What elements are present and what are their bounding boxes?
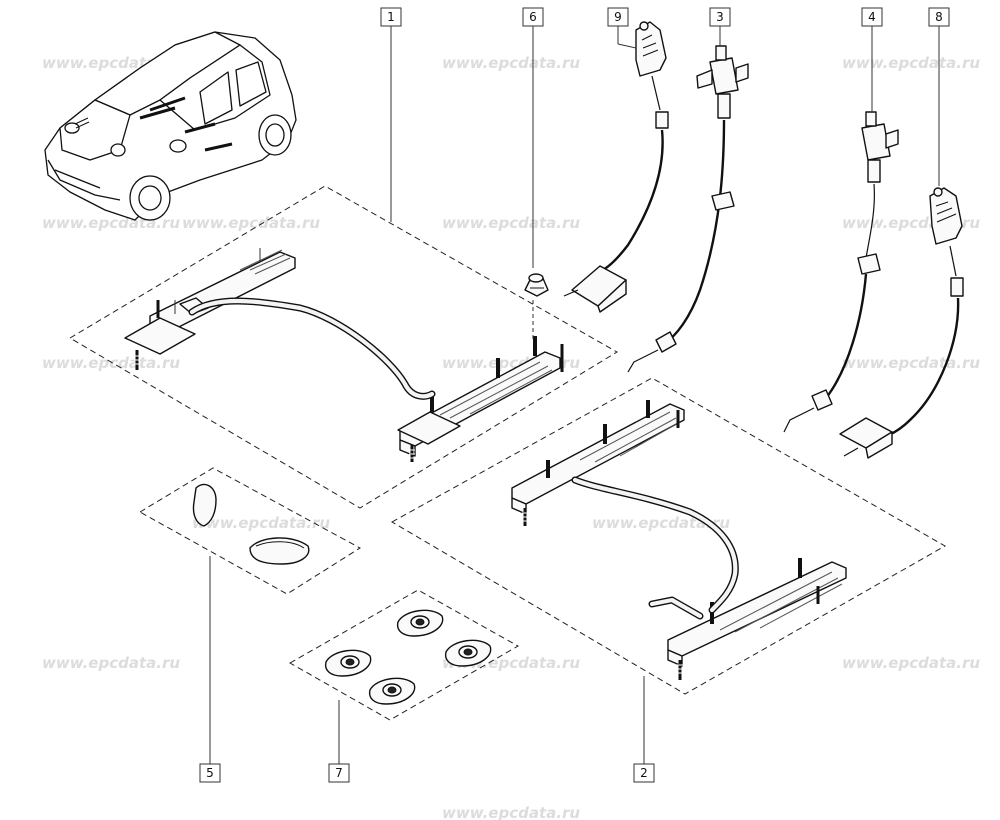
watermark-text: www.epcdata.ru: [842, 54, 980, 72]
watermark-text: www.epcdata.ru: [42, 654, 180, 672]
callout-box: [633, 763, 655, 783]
callout-label: 7: [335, 766, 343, 780]
watermark-text: www.epcdata.ru: [842, 654, 980, 672]
callout-label: 9: [614, 10, 622, 24]
callout-4: 4: [861, 7, 883, 27]
callout-7: 7: [328, 763, 350, 783]
group-outline-right-rail: [390, 377, 947, 695]
callout-box: [328, 763, 350, 783]
right-seat-rail-assembly-icon: [511, 400, 847, 680]
callout-3: 3: [709, 7, 731, 27]
group-outlines: [69, 185, 947, 721]
rail-clip-set-icon: [324, 609, 492, 705]
release-cable-with-lock-icon: [783, 111, 899, 433]
callout-label: 3: [716, 10, 724, 24]
left-seat-rail-assembly-icon: [124, 248, 564, 462]
callout-box: [522, 7, 544, 27]
callout-label: 2: [640, 766, 648, 780]
callout-label: 5: [206, 766, 214, 780]
release-cable-with-lock-icon: [627, 45, 749, 373]
group-outline-trim-covers: [139, 467, 361, 595]
callout-1: 1: [380, 7, 402, 27]
callout-label: 4: [868, 10, 876, 24]
leader-lines: [209, 26, 940, 764]
release-handle-with-cable-icon: [839, 187, 964, 459]
watermark-text: www.epcdata.ru: [42, 354, 180, 372]
watermark-text: www.epcdata.ru: [442, 214, 580, 232]
rail-trim-covers-icon: [192, 483, 310, 565]
hatchback-car-icon: [44, 31, 297, 221]
callout-2: 2: [633, 763, 655, 783]
leader-line: [617, 43, 637, 49]
callout-6: 6: [522, 7, 544, 27]
callout-box: [928, 7, 950, 27]
callout-box: [861, 7, 883, 27]
nut-icon: [524, 273, 549, 340]
group-outline-clips: [288, 589, 520, 721]
watermark-text: www.epcdata.ru: [182, 214, 320, 232]
watermark-text: www.epcdata.ru: [442, 54, 580, 72]
group-outline-left-rail: [69, 185, 618, 509]
callout-label: 8: [935, 10, 943, 24]
callout-label: 1: [387, 10, 395, 24]
watermark-text: www.epcdata.ru: [842, 354, 980, 372]
watermark-text: www.epcdata.ru: [192, 514, 330, 532]
watermark-layer: www.epcdata.ru www.epcdata.ru www.epcdat…: [42, 54, 980, 820]
callout-box: [607, 7, 629, 27]
watermark-text: www.epcdata.ru: [442, 804, 580, 820]
callout-box: [709, 7, 731, 27]
callout-9: 9: [607, 7, 629, 27]
callout-box: [199, 763, 221, 783]
release-handle-with-cable-icon: [563, 21, 669, 313]
callout-label: 6: [529, 10, 537, 24]
callout-box: [380, 7, 402, 27]
callout-5: 5: [199, 763, 221, 783]
callout-8: 8: [928, 7, 950, 27]
